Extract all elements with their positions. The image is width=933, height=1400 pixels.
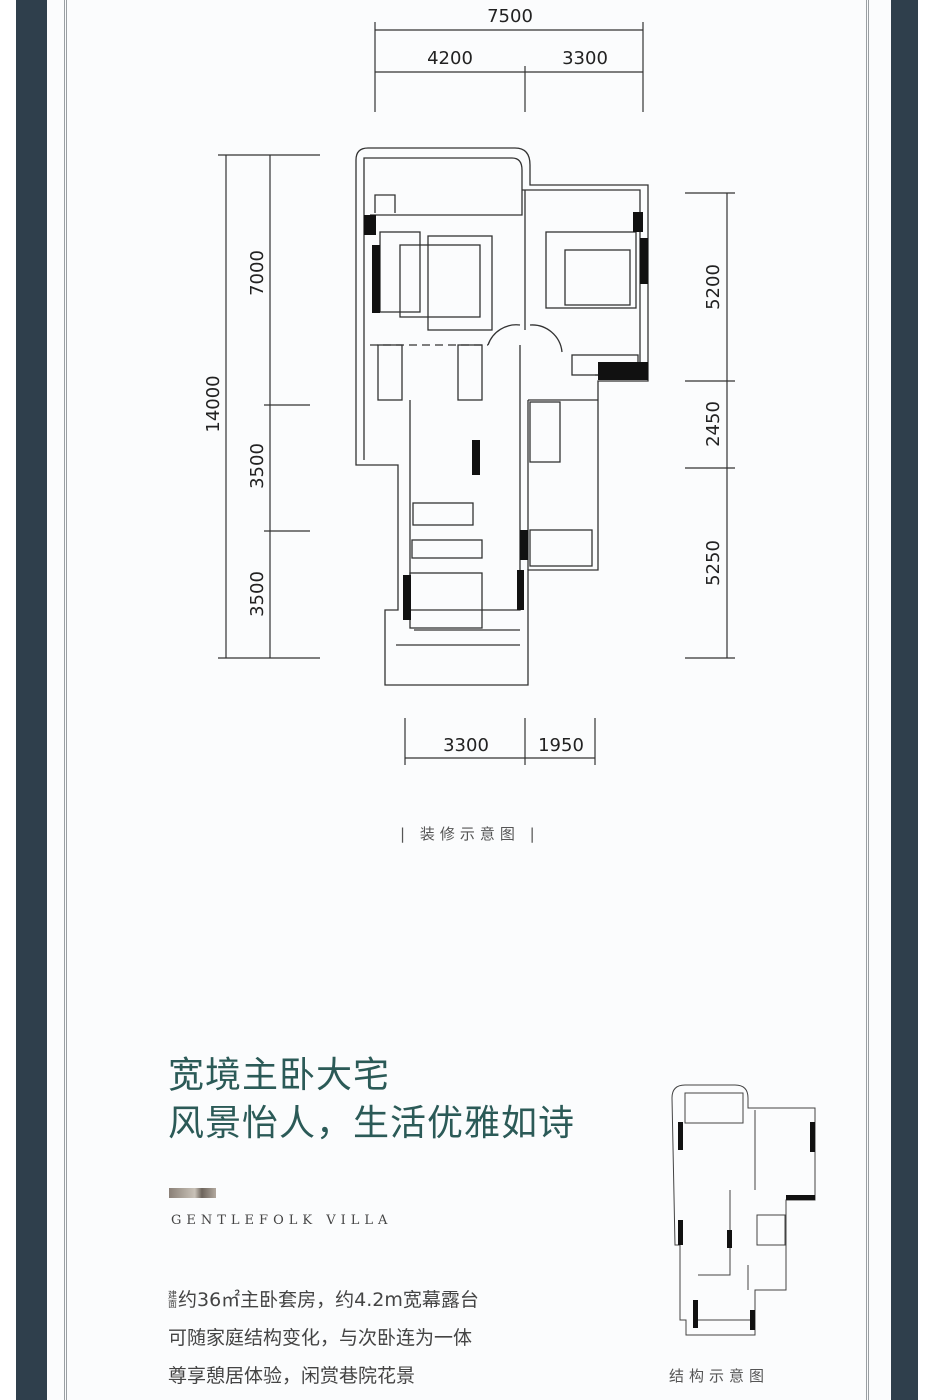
headline-line-2: 风景怡人，生活优雅如诗	[168, 1103, 576, 1144]
description-line-3: 尊享憩居体验，闲赏巷院花景	[168, 1365, 416, 1387]
dim-right-3: 5250	[703, 540, 724, 586]
right-dark-stripe	[891, 0, 918, 1400]
description-line-2: 可随家庭结构变化，与次卧连为一体	[168, 1327, 473, 1349]
frame-line-left	[64, 0, 67, 1400]
left-dark-stripe	[16, 0, 47, 1400]
dim-left-2: 3500	[247, 443, 268, 489]
floor-plan-caption: | 装修示意图 |	[400, 825, 540, 843]
dim-top-right: 3300	[562, 48, 608, 69]
area-label: 建面	[168, 1290, 178, 1310]
brochure-page	[47, 0, 891, 1400]
dim-bottom-right: 1950	[538, 735, 584, 756]
dim-top-total: 7500	[487, 6, 533, 27]
description-line-1: 建面约36㎡主卧套房，约4.2m宽幕露台	[168, 1285, 479, 1312]
structure-plan-walls	[678, 1122, 815, 1330]
dim-top-left: 4200	[427, 48, 473, 69]
floor-plan-outline	[355, 147, 649, 686]
dim-left-total: 14000	[203, 375, 224, 432]
dim-left-3: 3500	[247, 571, 268, 617]
headline-line-1: 宽境主卧大宅	[168, 1055, 391, 1096]
structure-plan-drawing	[671, 1084, 816, 1336]
dimension-lines	[218, 22, 735, 765]
subtitle: GENTLEFOLK VILLA	[171, 1213, 393, 1228]
description-line-1-text: 约36㎡主卧套房，约4.2m宽幕露台	[178, 1289, 479, 1311]
structure-plan-caption: 结构示意图	[669, 1367, 770, 1385]
frame-line-right	[866, 0, 869, 1400]
dim-right-2: 2450	[703, 401, 724, 447]
floor-plan-walls	[364, 212, 648, 620]
decorative-gold-bar	[169, 1188, 216, 1198]
dim-left-1: 7000	[247, 250, 268, 296]
dim-right-1: 5200	[703, 264, 724, 310]
dim-bottom-left: 3300	[443, 735, 489, 756]
